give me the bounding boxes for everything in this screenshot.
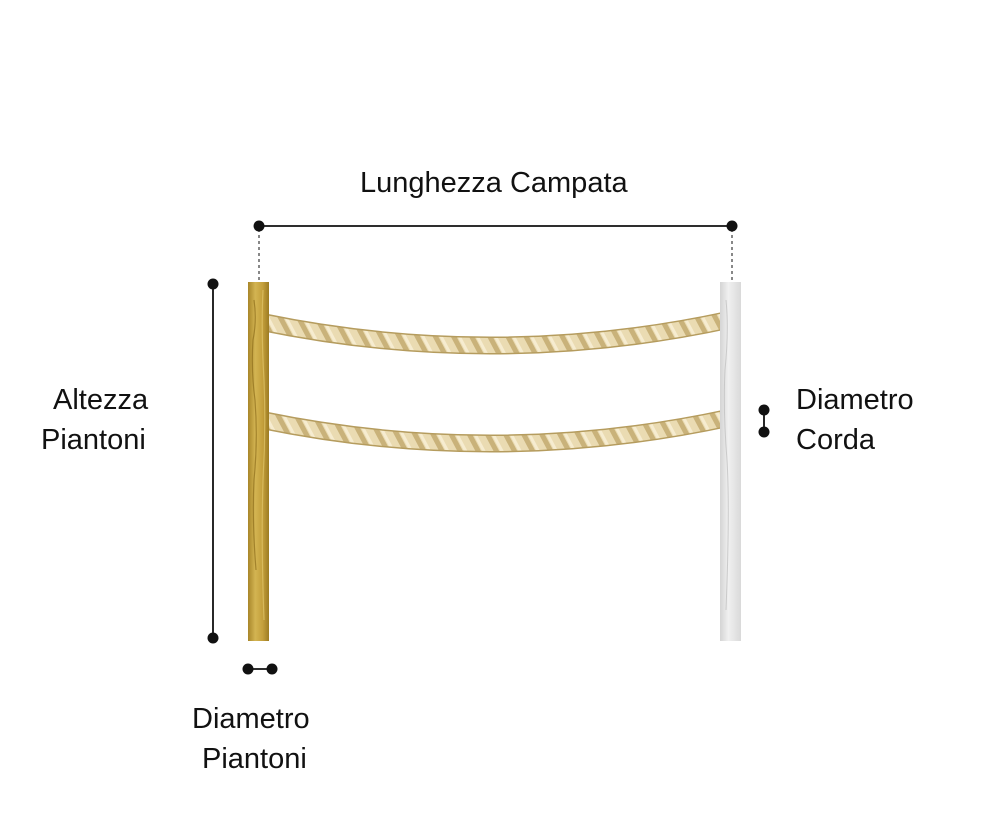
height-dimension-bottom-dot (207, 632, 219, 644)
height-dimension-top-dot (207, 278, 219, 290)
post-diameter-left-dot (242, 663, 254, 675)
left-post-highlight (261, 289, 266, 621)
post-height-label-line1: Altezza (53, 384, 149, 416)
span-dimension-end-dot (726, 220, 738, 232)
left-post (248, 282, 269, 641)
right-post (720, 282, 741, 641)
post-height-label-line2: Piantoni (41, 424, 146, 456)
span-length-label: Lunghezza Campata (360, 167, 628, 199)
top-rope (260, 312, 730, 353)
rope-diameter-label-line2: Corda (796, 424, 875, 456)
rope-diameter-top-dot (758, 404, 770, 416)
right-post-grain (723, 299, 729, 611)
right-post-body (720, 282, 741, 641)
rope-diameter-bottom-dot (758, 426, 770, 438)
left-post-grain (251, 299, 257, 571)
span-length-dimension (253, 220, 738, 284)
post-height-dimension (207, 278, 219, 644)
post-diameter-label-line2: Piantoni (202, 743, 307, 775)
bottom-rope (260, 410, 730, 451)
left-post-body (248, 282, 269, 641)
post-diameter-label-line1: Diametro (192, 703, 310, 735)
rope-diameter-label-line1: Diametro (796, 384, 914, 416)
span-dimension-start-dot (253, 220, 265, 232)
post-diameter-dimension (242, 663, 278, 675)
ropes (260, 311, 730, 453)
post-diameter-right-dot (266, 663, 278, 675)
rope-diameter-dimension (758, 404, 770, 438)
